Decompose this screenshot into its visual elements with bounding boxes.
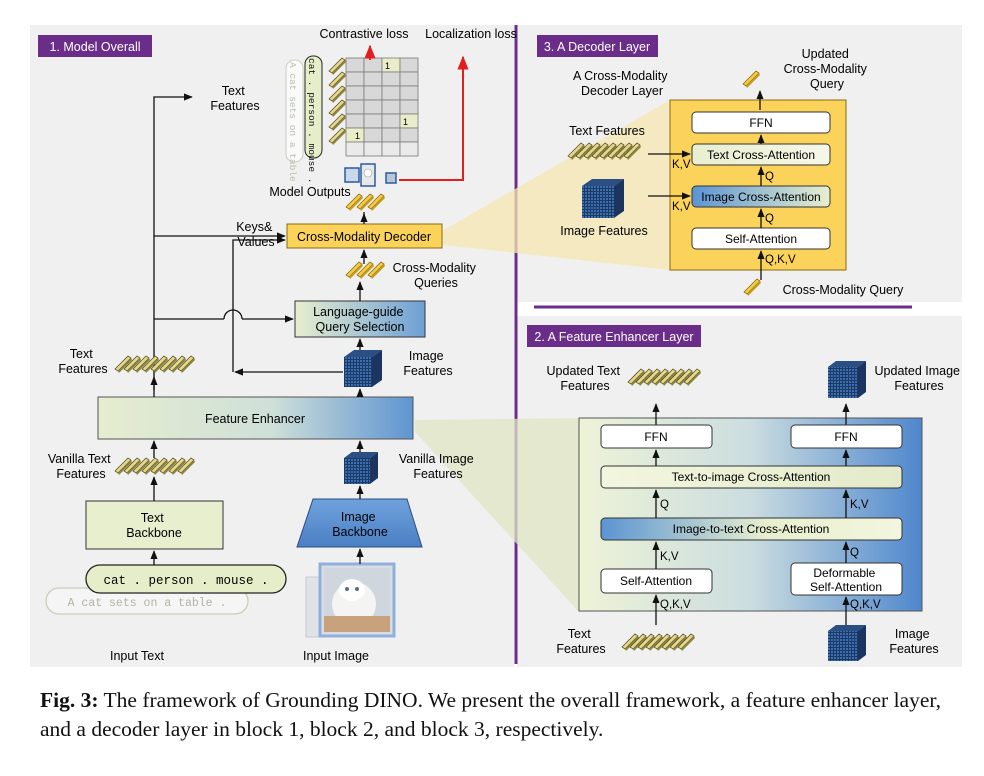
- text-features-mid-label: Text Features: [58, 347, 107, 376]
- vanilla-image-cube: [344, 452, 378, 484]
- text-features-sticks: [114, 355, 196, 374]
- text-to-image-cross-attention: [600, 465, 903, 489]
- input-image-label: Input Image: [303, 649, 369, 663]
- decoder-q-label-2: Q: [765, 213, 774, 225]
- localization-loss-arrow: [399, 55, 469, 181]
- text-to-image-label: Text-to-image Cross-Attention: [672, 470, 831, 484]
- figure-label: Fig. 3:: [40, 688, 99, 712]
- image-backbone-box: [296, 498, 423, 548]
- enhancer-image-features-label: Image Features: [889, 627, 938, 656]
- matrix-cell-value: 1: [403, 117, 408, 127]
- decoder-title: A Cross-Modality Decoder Layer: [573, 69, 671, 98]
- vanilla-text-features-label: Vanilla Text Features: [48, 452, 114, 481]
- enhancer-text-sticks: [621, 633, 696, 652]
- matrix-token-main: cat . person . mouse .: [306, 58, 317, 183]
- decoder-image-features-cube: [582, 179, 624, 218]
- figure-caption-text: The framework of Grounding DINO. We pres…: [40, 688, 942, 741]
- matrix-token-pills: A cat sets on a table . cat . person . m…: [285, 55, 323, 193]
- decoder-ffn: [691, 111, 831, 134]
- panel-1-title: 1. Model Overall: [49, 40, 140, 54]
- cross-modality-queries-label: Cross-Modality Queries: [393, 261, 480, 290]
- decoder-kv-label: K,V: [672, 159, 691, 171]
- figure-caption: Fig. 3: The framework of Grounding DINO.…: [40, 686, 960, 744]
- cross-modality-decoder: [286, 223, 443, 249]
- text-backbone-box: [85, 500, 224, 550]
- panel-2-tab: [527, 325, 701, 347]
- input-text-main-pill: [85, 564, 287, 594]
- feature-enhancer-box: [97, 396, 414, 440]
- image-backbone-label: Image Backbone: [332, 510, 388, 539]
- contrastive-matrix: 1 1 1: [328, 57, 419, 157]
- decoder-text-feature-sticks: [567, 142, 642, 161]
- model-output-boxes: [344, 163, 397, 187]
- zoom-wedge-enhancer: [415, 418, 579, 612]
- enhancer-qkv-label-2: Q,K,V: [850, 599, 881, 611]
- enhancer-q-label-2: Q: [850, 547, 859, 559]
- vanilla-image-features-label: Vanilla Image Features: [399, 452, 477, 481]
- updated-text-sticks: [627, 368, 702, 387]
- localization-loss-label: Localization loss: [425, 27, 517, 41]
- deformable-self-attention-label: Deformable Self-Attention: [810, 566, 882, 594]
- enhancer-kv-label-2: K,V: [660, 551, 679, 563]
- zoom-wedge-decoder: [435, 100, 670, 270]
- text-backbone-label: Text Backbone: [126, 511, 182, 540]
- decoder-kv-label-2: K,V: [672, 201, 691, 213]
- image-cross-attention-label: Image Cross-Attention: [701, 190, 820, 204]
- text-features-top-label: Text Features: [210, 84, 259, 113]
- panel-3-title: 3. A Decoder Layer: [544, 40, 650, 54]
- feature-enhancer-label: Feature Enhancer: [205, 412, 305, 426]
- cross-modality-decoder-label: Cross-Modality Decoder: [297, 230, 431, 244]
- vanilla-text-features: [114, 457, 196, 476]
- arrow-text-features-up: [153, 93, 193, 390]
- image-features-mid-label: Image Features: [403, 349, 452, 378]
- model-outputs-label: Model Outputs: [269, 185, 350, 199]
- matrix-cell-value: 1: [355, 131, 360, 141]
- decoder-ffn-label: FFN: [749, 116, 772, 130]
- enhancer-ffn-left-label: FFN: [644, 430, 667, 444]
- panel-2-title: 2. A Feature Enhancer Layer: [534, 330, 693, 344]
- matrix-token-alt: A cat sets on a table .: [287, 62, 298, 193]
- input-text-main: cat . person . mouse .: [103, 574, 268, 588]
- enhancer-kv-label: K,V: [850, 499, 869, 511]
- text-cross-attention-label: Text Cross-Attention: [707, 148, 815, 162]
- enhancer-qkv-label: Q,K,V: [660, 599, 691, 611]
- image-to-text-cross-attention: [600, 517, 903, 541]
- query-selection-label: Language-guide Query Selection: [313, 305, 407, 334]
- enhancer-image-cube: [828, 625, 866, 661]
- keys-values-label: Keys& Values: [236, 220, 276, 249]
- enhancer-ffn-left: [600, 424, 713, 449]
- updated-image-label: Updated Image Features: [875, 364, 964, 393]
- decoder-qkv-label: Q,K,V: [765, 254, 796, 266]
- decoder-text-features-label: Text Features: [569, 124, 645, 138]
- arrow-text-to-qs-hop: [223, 309, 243, 320]
- enhancer-text-features-label: Text Features: [556, 627, 605, 656]
- updated-text-label: Updated Text Features: [547, 364, 624, 393]
- image-to-text-label: Image-to-text Cross-Attention: [673, 522, 830, 536]
- enhancer-ffn-right: [790, 424, 903, 449]
- panel-1-tab: [38, 35, 152, 57]
- input-text-label: Input Text: [110, 649, 165, 663]
- enhancer-q-label: Q: [660, 499, 669, 511]
- arrow-image-kv: [232, 236, 286, 372]
- updated-image-cube: [828, 361, 866, 398]
- enhancer-self-attention-label: Self-Attention: [620, 574, 692, 588]
- decoder-image-features-label: Image Features: [560, 224, 648, 238]
- image-features-cube: [344, 350, 382, 387]
- decoder-self-attention-label: Self-Attention: [725, 232, 797, 246]
- panel-1-background: [30, 25, 514, 667]
- updated-query-label: Updated Cross-Modality Query: [784, 47, 871, 91]
- decoder-q-label: Q: [765, 171, 774, 183]
- cross-modality-query-label: Cross-Modality Query: [783, 283, 905, 297]
- enhancer-ffn-right-label: FFN: [834, 430, 857, 444]
- panel-3-tab: [537, 35, 658, 57]
- input-text-alt: A cat sets on a table .: [68, 597, 227, 610]
- matrix-cell-value: 1: [385, 61, 390, 71]
- contrastive-loss-label: Contrastive loss: [320, 27, 409, 41]
- input-image: [305, 562, 396, 638]
- query-selection-box: [294, 300, 426, 338]
